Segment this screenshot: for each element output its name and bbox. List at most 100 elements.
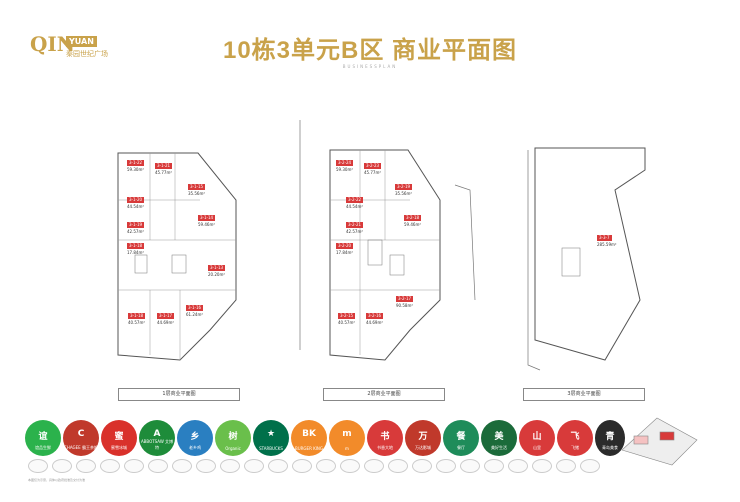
mini-logo — [196, 459, 216, 473]
unit-label[interactable]: 3-1-20 — [127, 197, 145, 203]
unit-label[interactable]: 3-3-7 — [597, 235, 612, 241]
logo-badge: YUAN — [66, 36, 97, 47]
brand-logo: 谊谊品生鲜 — [25, 420, 61, 456]
floor2-caption: 2层商业平面图 — [323, 388, 445, 401]
unit-area: 59.46m² — [198, 222, 215, 227]
unit-area: 90.58m² — [396, 303, 413, 308]
brand-logo: 青青岛美食 — [595, 420, 625, 456]
unit-label[interactable]: 3-1-14 — [198, 215, 216, 221]
unit-area: 45.77m² — [155, 170, 172, 175]
unit-label[interactable]: 3-1-18 — [127, 243, 145, 249]
unit-area: 17.84m² — [336, 250, 353, 255]
brand-logo: QIN YUAN 秦园世纪广场 — [30, 32, 110, 62]
unit-label[interactable]: 3-2-23 — [364, 163, 382, 169]
mini-logo — [148, 459, 168, 473]
unit-label[interactable]: 3-2-22 — [346, 197, 364, 203]
mini-logo — [580, 459, 600, 473]
unit-label[interactable]: 3-2-20 — [336, 243, 354, 249]
unit-area: 44.54m² — [127, 204, 144, 209]
unit-area: 59.30m² — [127, 167, 144, 172]
mini-logo — [412, 459, 432, 473]
unit-label[interactable]: 3-1-16 — [186, 305, 204, 311]
unit-label[interactable]: 3-1-21 — [155, 163, 173, 169]
mini-logo — [484, 459, 504, 473]
mini-logo — [268, 459, 288, 473]
brand-logo: 美美好生活 — [481, 420, 517, 456]
unit-label[interactable]: 3-1-19 — [127, 222, 145, 228]
floor3-outline — [527, 147, 646, 371]
floor3-caption: 3层商业平面图 — [523, 388, 645, 401]
unit-label[interactable]: 3-1-15 — [188, 184, 206, 190]
unit-area: 42.57m² — [346, 229, 363, 234]
floor1-outline — [117, 152, 237, 361]
mini-logo — [100, 459, 120, 473]
unit-label[interactable]: 3-2-18 — [404, 215, 422, 221]
mini-logo — [172, 459, 192, 473]
mini-logo — [52, 459, 72, 473]
disclaimer: 本图仅为示意，具体以政府批准及交付为准 — [28, 478, 86, 482]
brand-logo: ★STARBUCKS — [253, 420, 289, 456]
unit-label[interactable]: 3-2-16 — [366, 313, 384, 319]
unit-label[interactable]: 3-2-15 — [338, 313, 356, 319]
mini-logo — [460, 459, 480, 473]
unit-area: 40.57m² — [128, 320, 145, 325]
floor1-caption: 1层商业平面图 — [118, 388, 240, 401]
unit-label[interactable]: 3-1-22 — [127, 160, 145, 166]
brand-logo: 书书香大地 — [367, 420, 403, 456]
mini-logo — [76, 459, 96, 473]
mini-logo — [244, 459, 264, 473]
unit-area: 20.20m² — [208, 272, 225, 277]
unit-area: 35.56m² — [188, 191, 205, 196]
mini-logo — [364, 459, 384, 473]
brand-logo: 山山里 — [519, 420, 555, 456]
mini-logo — [292, 459, 312, 473]
unit-area: 285.59m² — [597, 242, 617, 247]
unit-area: 61.24m² — [186, 312, 203, 317]
unit-area: 59.30m² — [336, 167, 353, 172]
unit-label[interactable]: 3-2-17 — [396, 296, 414, 302]
unit-area: 42.57m² — [127, 229, 144, 234]
brand-logo: 餐餐厅 — [443, 420, 479, 456]
unit-area: 35.56m² — [395, 191, 412, 196]
unit-area: 44.69m² — [157, 320, 174, 325]
unit-area: 40.57m² — [338, 320, 355, 325]
mini-logo — [532, 459, 552, 473]
mini-logo — [508, 459, 528, 473]
brand-logo: 乡老乡鸡 — [177, 420, 213, 456]
brand-logo: 蜜蜜雪冰城 — [101, 420, 137, 456]
mini-logo — [124, 459, 144, 473]
unit-area: 44.69m² — [366, 320, 383, 325]
floor2-outline — [299, 120, 476, 361]
logo-name: 秦园世纪广场 — [66, 50, 108, 58]
mini-logo — [436, 459, 456, 473]
unit-label[interactable]: 3-2-21 — [346, 222, 364, 228]
mini-logo — [340, 459, 360, 473]
unit-label[interactable]: 3-2-24 — [336, 160, 354, 166]
unit-area: 59.46m² — [404, 222, 421, 227]
unit-label[interactable]: 3-1-18 — [128, 313, 146, 319]
brand-logo: 飞飞猪 — [557, 420, 593, 456]
small-logo-row — [28, 459, 603, 473]
mini-logo — [388, 459, 408, 473]
unit-label[interactable]: 3-2-19 — [395, 184, 413, 190]
unit-area: 17.84m² — [127, 250, 144, 255]
page-title: 10栋3单元B区 商业平面图 — [222, 37, 518, 64]
unit-area: 45.77m² — [364, 170, 381, 175]
mini-logo — [28, 459, 48, 473]
mini-logo — [556, 459, 576, 473]
mini-logo — [316, 459, 336, 473]
brand-logo: 万万达影城 — [405, 420, 441, 456]
mini-logo — [220, 459, 240, 473]
unit-area: 44.54m² — [346, 204, 363, 209]
page-subtitle: BUSINESSPLAN — [342, 64, 398, 69]
key-map — [621, 417, 698, 466]
unit-label[interactable]: 3-1-17 — [157, 313, 175, 319]
unit-label[interactable]: 3-1-13 — [208, 265, 226, 271]
